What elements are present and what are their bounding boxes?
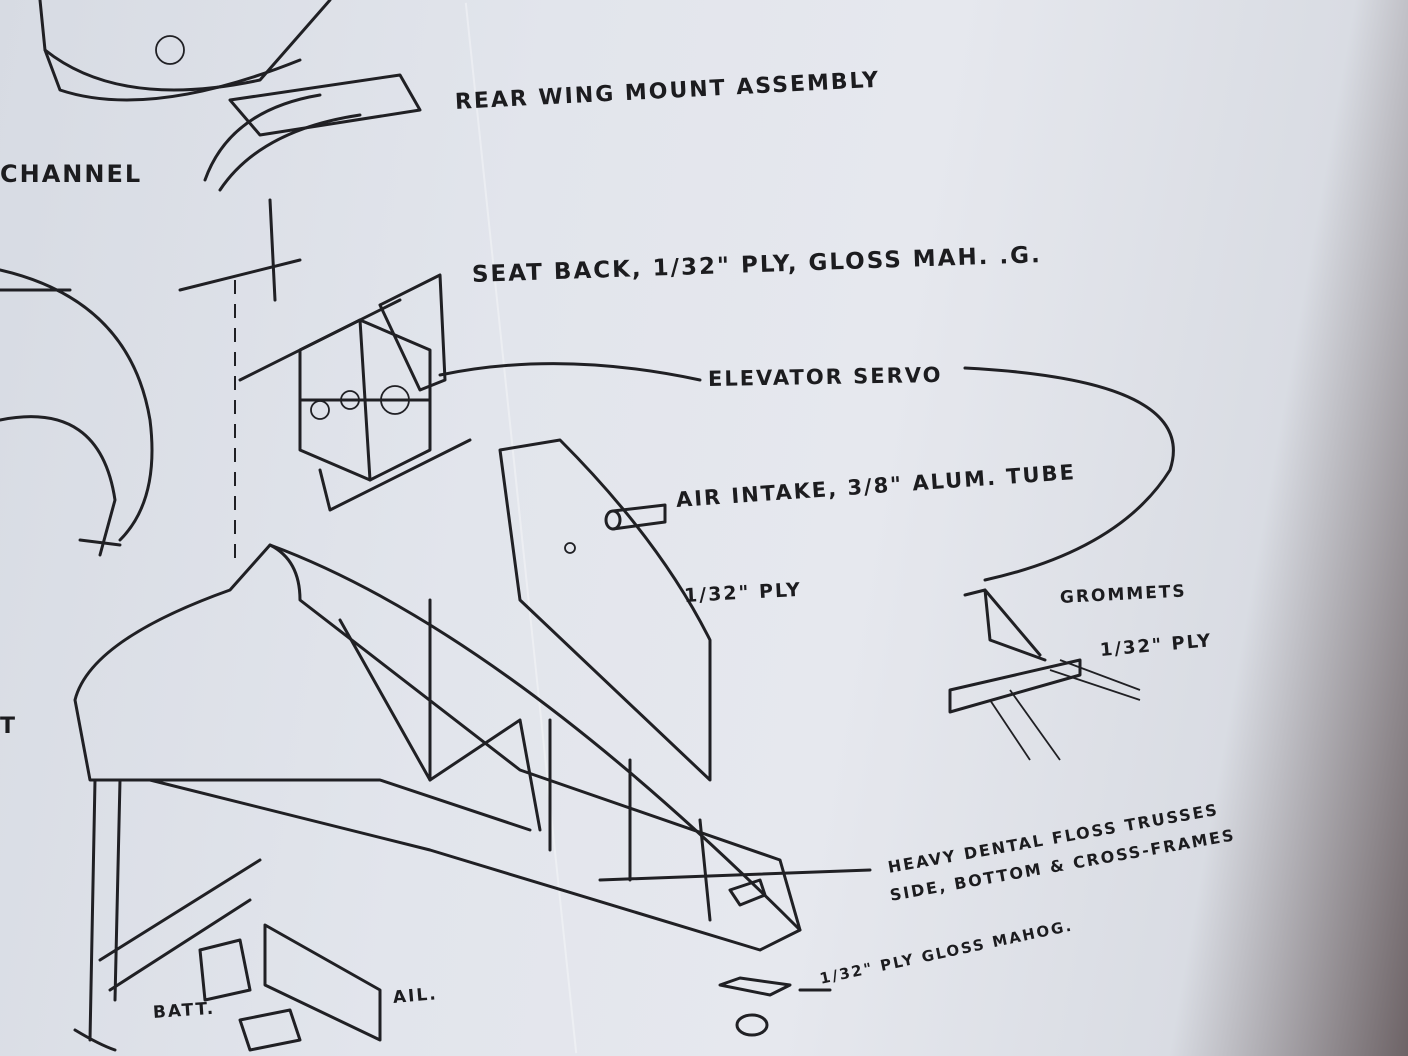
air-intake-tube: [604, 503, 667, 531]
cowl-ring-sketch: [0, 268, 154, 557]
servo-curve-leader: [963, 366, 1175, 582]
fuselage-sketch: [73, 543, 802, 1052]
label-edge-t: T: [0, 714, 18, 739]
label-ail: AIL.: [392, 984, 439, 1008]
label-channel: CHANNEL: [0, 160, 143, 188]
tailwheel-piece: [735, 1013, 769, 1037]
cross-frame-piece: [728, 878, 767, 907]
servo-leader: [438, 362, 702, 382]
seat-back-servo-sketch: [178, 198, 472, 512]
trusses-leader: [598, 868, 872, 882]
rear-wing-mount-sketch: [38, 0, 422, 192]
label-elevator-servo: ELEVATOR SERVO: [707, 362, 943, 391]
battery-aileron-servo-sketch: [198, 923, 382, 1052]
bottom-ply-piece: [718, 976, 832, 997]
side-panel-sketch: [498, 438, 712, 782]
servo-bracket-sketch: [948, 588, 1141, 761]
